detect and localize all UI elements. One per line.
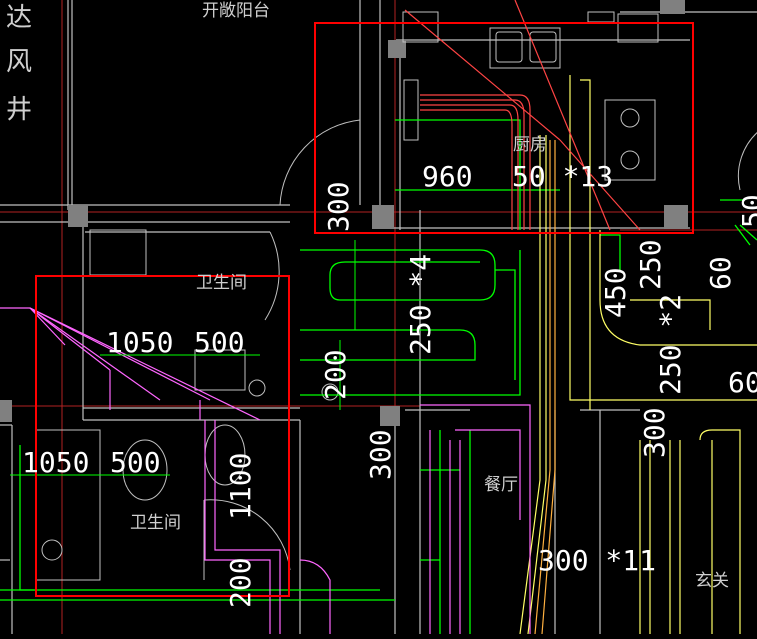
- label-shaft-3: 井: [6, 95, 32, 125]
- dim-right-60b: 60: [728, 366, 757, 399]
- dim-kitchen-side: 300: [322, 181, 355, 232]
- columns: [0, 0, 688, 426]
- supply-pipes: [519, 75, 757, 635]
- label-kitchen: 厨房: [513, 135, 547, 155]
- selection-box-bathroom[interactable]: [35, 275, 290, 597]
- bathroom-fixtures: [35, 229, 339, 581]
- dim-right-250x2: 250 *2: [654, 294, 687, 395]
- dim-right-60a: 60: [704, 256, 737, 290]
- label-shaft-2: 风: [6, 47, 32, 77]
- dim-bath-1100: 1100: [224, 453, 257, 520]
- label-dining: 餐厅: [484, 475, 518, 495]
- label-balcony: 开敞阳台: [202, 1, 270, 21]
- return-pipes: [0, 307, 531, 634]
- dim-kitchen-coil: 50 *13: [512, 160, 613, 193]
- dim-coil-250x4: 250 *4: [404, 254, 437, 355]
- dim-kitchen-width: 960: [422, 160, 473, 193]
- dim-right-300: 300: [638, 407, 671, 458]
- dim-lower-bath-b: 500: [110, 446, 161, 479]
- dim-right-450: 450: [599, 267, 632, 318]
- selection-box-kitchen[interactable]: [314, 22, 694, 234]
- dim-bath-200-bottom: 200: [224, 557, 257, 608]
- door-arcs: [203, 119, 757, 580]
- dim-hall-300: 300: [364, 429, 397, 480]
- manifold-pipes: [404, 0, 641, 231]
- heating-coils: [0, 119, 757, 634]
- dim-upper-bath-a: 1050: [106, 326, 173, 359]
- dim-spacing-200-mid: 200: [319, 349, 352, 400]
- misc-pipes: [534, 140, 556, 635]
- label-bathroom-upper: 卫生间: [196, 273, 247, 293]
- label-entry: 玄关: [695, 571, 729, 591]
- dim-right-50: 50: [736, 194, 757, 228]
- kitchen-fixtures: [402, 11, 659, 181]
- dim-right-250: 250: [634, 239, 667, 290]
- label-shaft-1: 达: [6, 3, 32, 33]
- dim-dining-coil: 300 *11: [538, 544, 656, 577]
- dim-upper-bath-b: 500: [194, 326, 245, 359]
- label-bathroom-lower: 卫生间: [130, 513, 181, 533]
- dim-lower-bath-a: 1050: [22, 446, 89, 479]
